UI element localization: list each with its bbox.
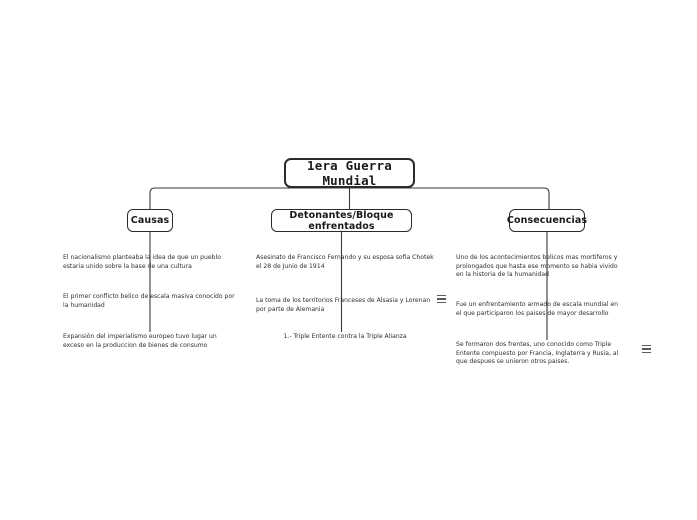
leaf-consecuencias-2[interactable]: Fue un enfrentamiento armado de escala m… [456,301,618,317]
menu-icon-line [437,298,446,300]
menu-icon-line [642,348,651,350]
branch-label-detonantes: Detonantes/Bloque enfrentados [289,209,394,232]
leaf-causas-2[interactable]: El primer conflicto belico de escala mas… [63,293,235,309]
branch-node-consecuencias[interactable]: Consecuencias [506,209,588,232]
menu-icon-line [642,351,651,353]
connector-root-bus [149,187,550,209]
leaf-consecuencias-3[interactable]: Se formaron dos frentes, uno conocido co… [456,341,619,366]
branch-node-detonantes[interactable]: Detonantes/Bloque enfrentados [271,209,412,232]
hamburger-menu-icon[interactable] [437,295,446,303]
branch-label-consecuencias: Consecuencias [506,215,588,226]
root-node-label: 1era Guerra Mundial [307,158,392,188]
branch-label-causas: Causas [130,215,170,226]
leaf-causas-3[interactable]: Expansión del imperialismo europeo tuvo … [63,333,217,349]
leaf-causas-1[interactable]: El nacionalismo planteaba la idea de que… [63,254,221,270]
root-node[interactable]: 1era Guerra Mundial [284,158,415,188]
leaf-consecuencias-1[interactable]: Uno de los acontecimientos belicos mas m… [456,254,618,279]
leaf-detonantes-1[interactable]: Asesinato de Francisco Fernando y su esp… [256,254,434,270]
menu-icon-line [437,295,446,297]
hamburger-menu-icon[interactable] [642,345,651,353]
leaf-detonantes-3[interactable]: 1.- Triple Entente contra la Triple Alia… [283,333,407,340]
menu-icon-line [437,301,446,303]
menu-icon-line [642,345,651,347]
branch-node-causas[interactable]: Causas [127,209,173,232]
leaf-detonantes-2[interactable]: La toma de los territorios Franceses de … [256,297,431,313]
